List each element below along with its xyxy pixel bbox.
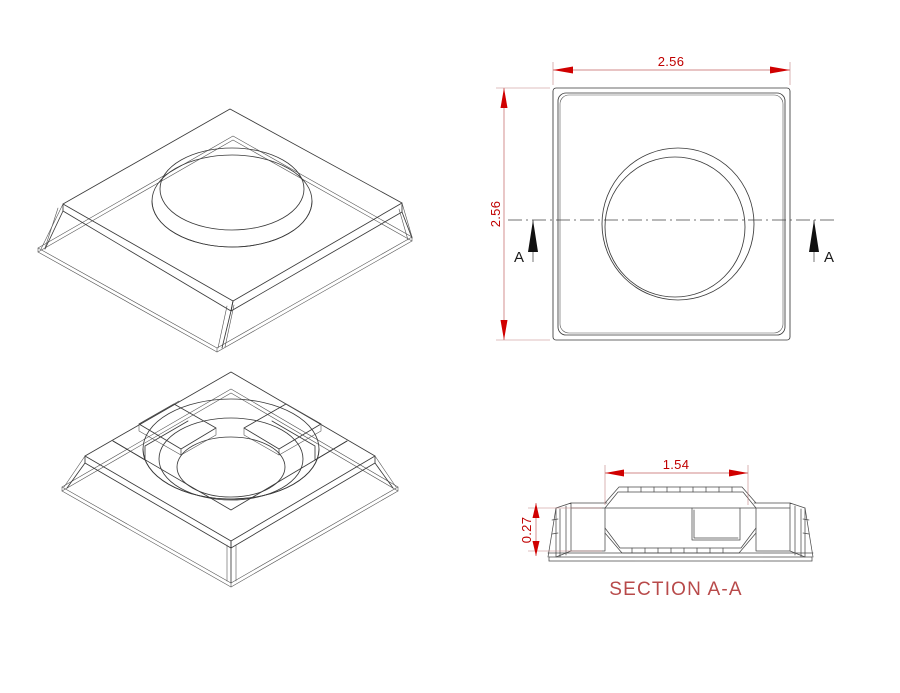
dimension-label-1-54: 1.54 — [663, 457, 690, 472]
section-title-label: SECTION A-A — [609, 579, 743, 600]
dimension-width-top: 2.56 — [552, 54, 791, 85]
dimension-height-top: 2.56 — [488, 87, 550, 341]
dimension-label-0-27: 0.27 — [519, 517, 534, 544]
section-marker-right: A — [809, 220, 834, 266]
dome-surface-ticks — [627, 486, 733, 493]
section-marker-left-letter: A — [514, 249, 524, 266]
top-orthographic-view — [508, 87, 838, 341]
section-marker-left: A — [514, 220, 538, 266]
dimension-dome-width: 1.54 — [604, 457, 749, 505]
isometric-bottom-view — [61, 371, 399, 588]
isometric-top-view — [37, 108, 413, 353]
section-aa-view — [547, 486, 814, 562]
dimension-dome-height: 0.27 — [519, 503, 602, 556]
dimension-label-2-56-height: 2.56 — [488, 201, 503, 228]
dome-underside-ticks — [631, 547, 724, 554]
dimension-label-2-56-width: 2.56 — [658, 54, 685, 69]
section-marker-right-letter: A — [824, 249, 834, 266]
